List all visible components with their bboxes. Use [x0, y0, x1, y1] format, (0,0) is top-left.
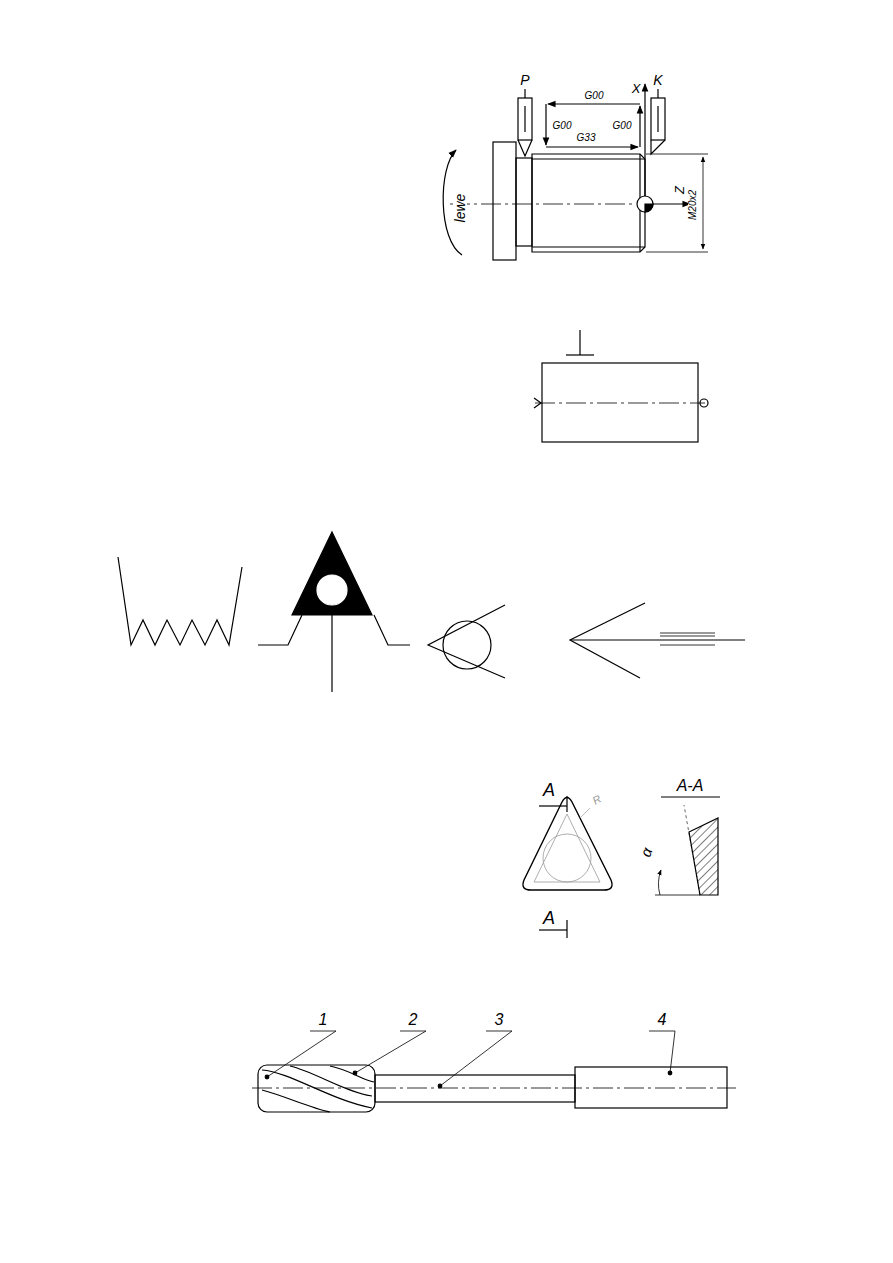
thread-edge [258, 615, 302, 645]
tool-tip [651, 140, 665, 154]
insert-hole [543, 834, 591, 882]
cycle-g33 [546, 146, 638, 147]
z-axis-arrow [653, 203, 690, 204]
section-mark [539, 929, 567, 930]
axis [535, 403, 705, 404]
axis-line [570, 639, 745, 640]
cycle-g00-left [545, 104, 546, 145]
leader-dot [668, 1071, 672, 1075]
leader-line [440, 1031, 512, 1086]
gauge-line [660, 633, 715, 634]
leader-dot [438, 1084, 442, 1088]
callout-number: 4 [657, 1012, 668, 1028]
section-label: A [542, 909, 556, 927]
callout-number: 1 [318, 1012, 329, 1028]
tool-mark [657, 106, 658, 132]
angle-label: α [637, 844, 655, 859]
support-symbol [579, 330, 580, 355]
angle-line [684, 805, 700, 895]
insert-figure [523, 796, 720, 938]
leader-dot [353, 1071, 357, 1075]
section-mark [539, 805, 567, 806]
section-hatch [689, 818, 718, 895]
radius-label: R [590, 793, 604, 808]
axis-label: Z [673, 185, 686, 195]
leader-dot [265, 1075, 269, 1079]
tool-p [518, 98, 532, 140]
axis-line [331, 615, 332, 692]
thread-line [532, 246, 645, 247]
leader-line [267, 1031, 336, 1077]
gauge-line [660, 645, 715, 646]
thread-line [532, 158, 645, 159]
dimension-line [703, 157, 704, 249]
angle-arc [658, 870, 661, 895]
axis-label: X [631, 82, 642, 95]
leader-line [649, 1031, 675, 1073]
cycle-g00-top [548, 103, 640, 104]
tool-label: P [519, 73, 530, 87]
section-underline [661, 796, 720, 797]
gcode-label: G33 [576, 133, 597, 143]
extension-line [646, 154, 708, 155]
x-axis-arrow [644, 84, 645, 196]
angle-line [655, 895, 700, 896]
workpiece [542, 363, 698, 442]
gauge-triangle [292, 532, 372, 615]
centre-mark [700, 399, 708, 407]
radius-leader [580, 808, 590, 818]
gcode-label: G00 [584, 91, 605, 101]
tool-tip [518, 140, 532, 156]
tool-k [651, 98, 665, 140]
callout-number: 3 [494, 1012, 505, 1028]
section-label: A [542, 781, 556, 799]
tool-mark [524, 106, 525, 132]
workpiece [532, 154, 645, 252]
flute [330, 1066, 374, 1082]
origin-symbol [637, 196, 653, 212]
dimension-label: M20x2 [688, 189, 698, 221]
neck [375, 1075, 575, 1102]
shank [575, 1067, 727, 1108]
section-mark [566, 796, 567, 812]
hub [516, 158, 532, 246]
gauge-line [660, 636, 715, 637]
wire-circle [443, 621, 491, 669]
centre-mark [534, 398, 541, 408]
cycle-g00-right [639, 106, 640, 147]
angle-lines [428, 605, 505, 678]
end-mill-figure [252, 1031, 736, 1112]
tool-label: K [652, 73, 663, 87]
section-mark [566, 920, 567, 938]
thread-sketches [118, 532, 745, 692]
leader-line [657, 89, 658, 98]
extension-line [646, 252, 708, 253]
gcode-label: G00 [612, 121, 633, 131]
gauge-hole [317, 575, 347, 605]
flute [262, 1090, 330, 1112]
axis [252, 1088, 736, 1089]
thread-edge [374, 615, 410, 645]
centre-mount-figure [534, 330, 708, 442]
rotation-label: lewe [453, 193, 467, 224]
thread-profile [118, 557, 242, 645]
callout-number: 2 [408, 1012, 419, 1028]
gcode-label: G00 [552, 121, 573, 131]
section-title: A-A [676, 778, 705, 794]
leader-line [355, 1031, 426, 1073]
thread-turning-figure [443, 84, 708, 260]
origin-quarter [645, 204, 653, 212]
insert-inner [534, 814, 600, 882]
cutting-part [258, 1065, 375, 1112]
leader-line [524, 89, 525, 98]
support-symbol [566, 354, 594, 355]
chuck [493, 142, 516, 260]
axis [450, 204, 636, 205]
